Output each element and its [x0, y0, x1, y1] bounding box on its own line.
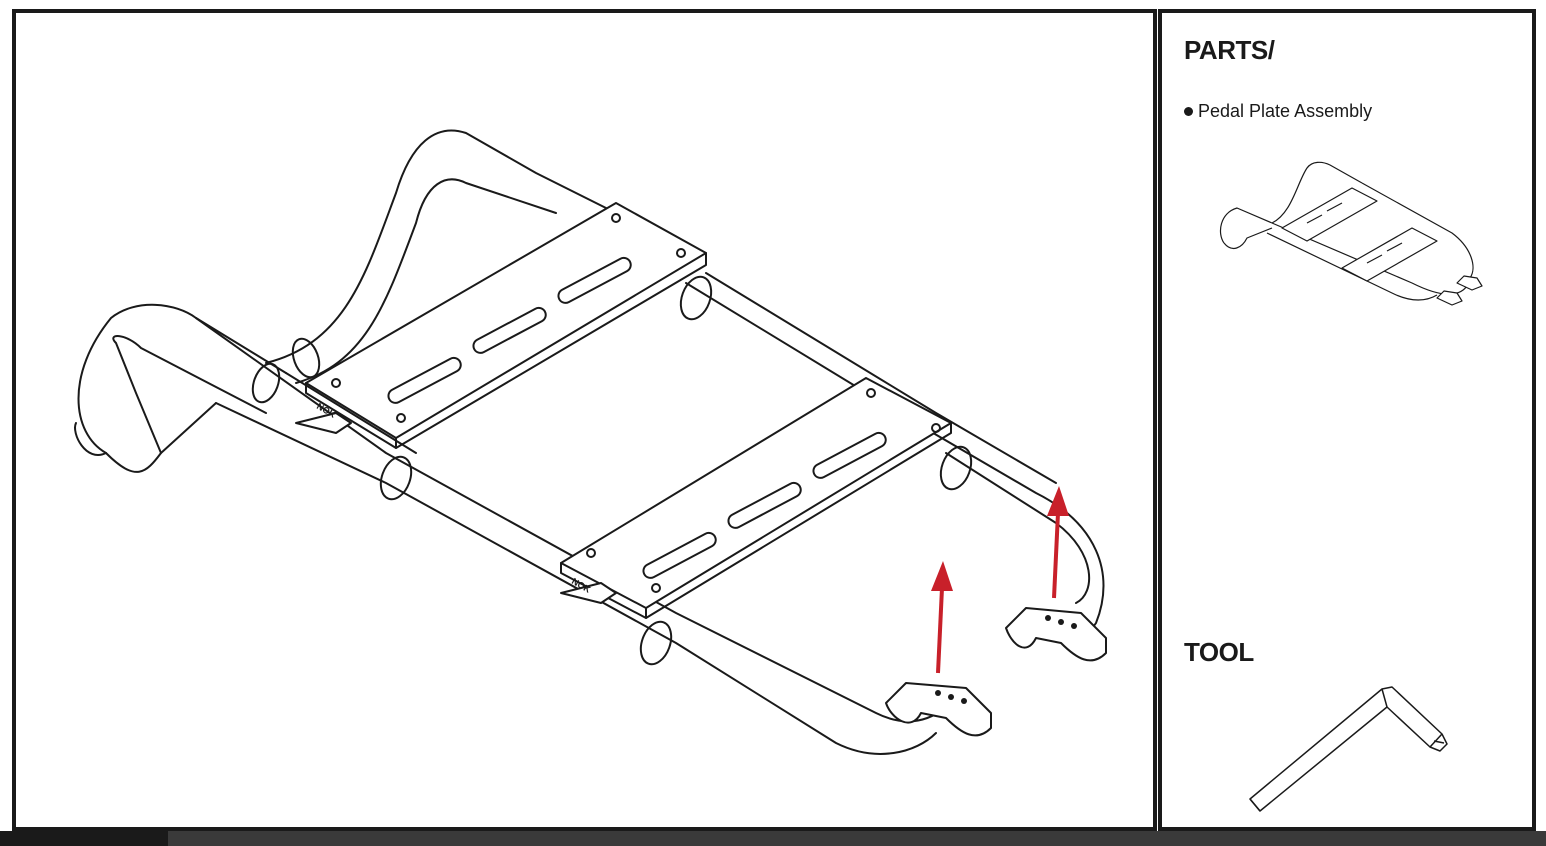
tools-heading: TOOL: [1184, 637, 1254, 667]
allen-key-icon: [1249, 686, 1448, 812]
bottom-bar: [0, 831, 1546, 846]
back-loop-tube: [77, 303, 287, 454]
quick-release-lever-rear: [295, 412, 352, 434]
upper-tube: [265, 129, 617, 364]
lift-arrow-right: [1047, 486, 1069, 599]
pedal-plate-assembly-thumbnail: [1219, 161, 1483, 306]
clamp-right: [1005, 607, 1107, 662]
parts-and-tools-panel: PARTS/ Pedal Plate Assembly: [1158, 9, 1536, 831]
parts-heading: PARTS/: [1184, 35, 1275, 65]
pedal-plate-assembly-illustration: NOK NOK: [74, 129, 1107, 755]
part-label: Pedal Plate Assembly: [1198, 101, 1373, 121]
bullet-icon: [1184, 107, 1193, 116]
lift-arrow-left: [931, 561, 953, 674]
pedal-plate-rear: [305, 202, 707, 449]
part-list-item: Pedal Plate Assembly: [1184, 101, 1372, 122]
clamp-left: [885, 682, 992, 737]
main-illustration-panel: NOK NOK: [12, 9, 1157, 831]
bottom-bar-left-block: [0, 831, 168, 846]
quick-release-lever-front: [560, 582, 617, 604]
pedal-plate-front: [560, 377, 952, 619]
